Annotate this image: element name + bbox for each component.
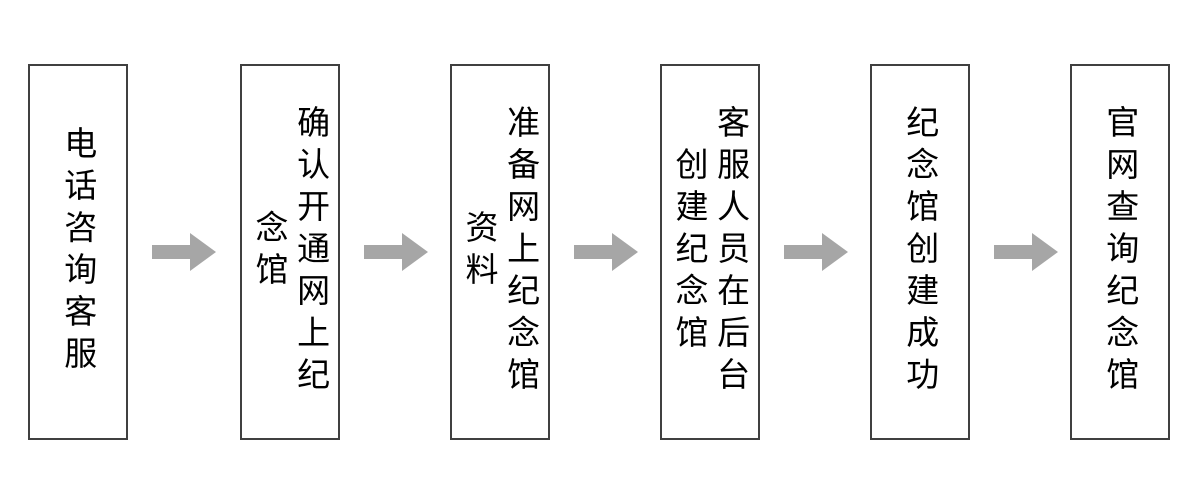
right-arrow-icon	[994, 233, 1058, 271]
flowchart-step-6-label: 官网查询纪念馆	[1101, 105, 1139, 399]
flowchart-step-5-label: 纪念馆创建成功	[901, 105, 939, 399]
flowchart-step-6[interactable]: 官网查询纪念馆	[1070, 64, 1170, 440]
flowchart-step-3-label: 准备网上纪念馆资料	[461, 105, 540, 399]
flowchart-arrow-5	[994, 233, 1058, 271]
flowchart-step-2[interactable]: 确认开通网上纪念馆	[240, 64, 340, 440]
flowchart-arrow-2	[364, 233, 428, 271]
flowchart-arrow-1	[152, 233, 216, 271]
right-arrow-icon	[784, 233, 848, 271]
flowchart-step-3[interactable]: 准备网上纪念馆资料	[450, 64, 550, 440]
flowchart-step-1-label: 电话咨询客服	[59, 126, 97, 378]
right-arrow-icon	[152, 233, 216, 271]
flowchart-step-1[interactable]: 电话咨询客服	[28, 64, 128, 440]
flowchart-step-4[interactable]: 客服人员在后台创建纪念馆	[660, 64, 760, 440]
right-arrow-icon	[574, 233, 638, 271]
flowchart-step-2-label: 确认开通网上纪念馆	[251, 105, 330, 399]
flowchart-step-4-label: 客服人员在后台创建纪念馆	[671, 105, 750, 399]
flowchart-arrow-3	[574, 233, 638, 271]
flowchart-step-5[interactable]: 纪念馆创建成功	[870, 64, 970, 440]
right-arrow-icon	[364, 233, 428, 271]
flowchart-arrow-4	[784, 233, 848, 271]
